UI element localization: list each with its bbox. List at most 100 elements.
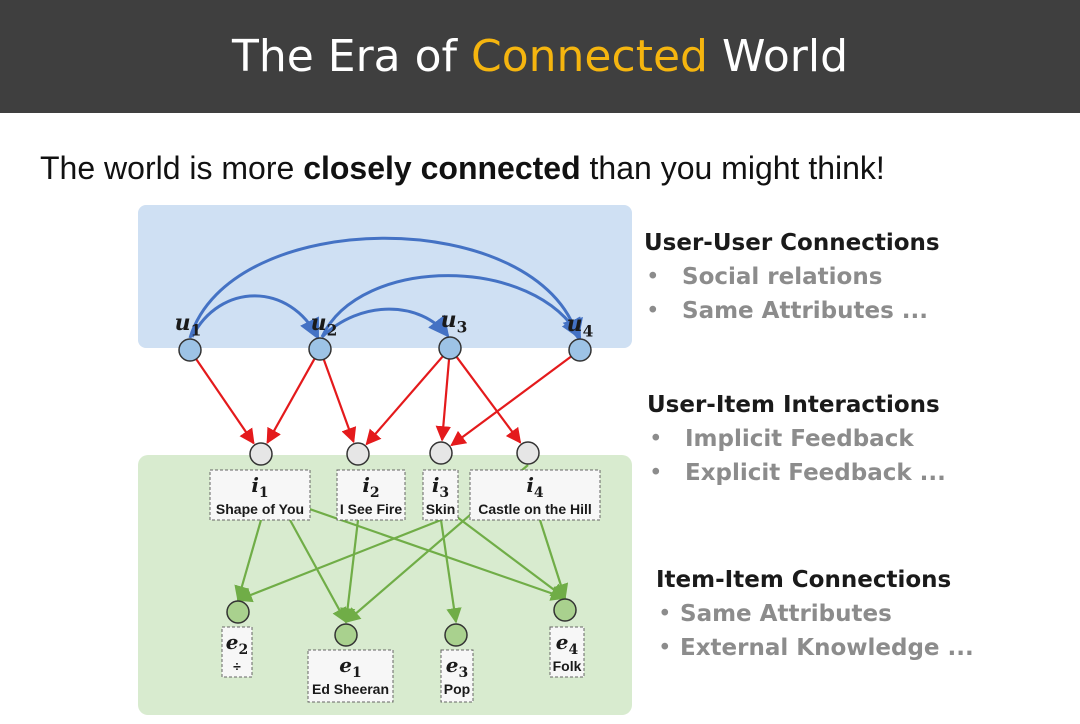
entity-label-letter: e	[556, 630, 569, 654]
item-label-letter: i	[432, 473, 440, 497]
user-node	[178, 338, 202, 362]
title-highlight: Connected	[471, 31, 708, 82]
item-node	[346, 442, 370, 466]
bullet-item: Same Attributes	[656, 601, 974, 627]
user-item-edge	[266, 358, 316, 445]
entity-label-sub: 1	[352, 665, 362, 681]
item-name: Skin	[426, 501, 456, 517]
entity-box	[549, 626, 585, 678]
user-label-letter: u	[567, 311, 583, 337]
item-label-sub: 2	[370, 485, 380, 501]
subtitle-part-1: The world is more	[40, 150, 304, 186]
user-node	[308, 337, 332, 361]
item-box	[209, 469, 311, 521]
item-box	[469, 469, 601, 521]
section-user-item: User-Item Interactions Implicit Feedback…	[647, 392, 946, 486]
bullet-item: Implicit Feedback	[647, 426, 946, 452]
item-label: i4	[526, 473, 544, 501]
user-item-edge	[195, 358, 255, 445]
entity-label: e3	[446, 653, 468, 681]
entity-label: e2	[226, 630, 248, 658]
user-item-edge	[322, 358, 357, 444]
user-user-edge	[190, 294, 320, 340]
item-box	[336, 469, 406, 521]
entity-label: e4	[556, 630, 579, 658]
user-label: u3	[441, 307, 468, 337]
bullet-item: Same Attributes ...	[644, 298, 940, 324]
entity-label-sub: 3	[458, 665, 468, 681]
item-node	[249, 442, 273, 466]
user-label-letter: u	[441, 307, 457, 333]
user-node	[438, 336, 462, 360]
user-label: u4	[567, 311, 594, 341]
section-user-user: User-User Connections Social relations S…	[644, 230, 940, 324]
item-box	[422, 469, 459, 521]
user-label-sub: 3	[457, 319, 468, 337]
item-label-sub: 1	[259, 485, 269, 501]
user-node	[568, 338, 592, 362]
entity-node	[444, 623, 468, 647]
slide-title: The Era of Connected World	[232, 31, 848, 82]
user-item-edge	[435, 358, 451, 442]
user-item-edge	[450, 355, 572, 447]
item-entity-edge	[234, 519, 263, 602]
item-node	[429, 441, 453, 465]
item-name: Castle on the Hill	[478, 501, 592, 517]
user-label-sub: 1	[191, 322, 202, 340]
user-label-letter: u	[175, 310, 191, 336]
user-item-edge	[365, 355, 444, 446]
entity-label: e1	[339, 653, 361, 681]
entity-node	[553, 598, 577, 622]
section-title: User-Item Interactions	[647, 392, 940, 418]
entity-node	[226, 600, 250, 624]
entity-label-sub: 4	[568, 642, 578, 658]
item-label: i1	[251, 473, 268, 501]
entity-box	[440, 649, 474, 703]
bullet-item: External Knowledge ...	[656, 635, 974, 661]
bullet-item: Explicit Feedback ...	[647, 460, 946, 486]
user-label-letter: u	[311, 310, 327, 336]
item-entity-edge	[236, 518, 442, 603]
entity-node	[334, 623, 358, 647]
entity-box	[221, 626, 253, 678]
entity-label-sub: 2	[238, 642, 248, 658]
entity-label-letter: e	[446, 653, 459, 677]
title-part-2: World	[707, 31, 849, 82]
entity-name: Pop	[444, 681, 470, 697]
user-user-edge	[188, 236, 583, 341]
entity-name: Ed Sheeran	[312, 681, 389, 697]
item-entity-edge	[440, 504, 567, 599]
entity-label-letter: e	[339, 653, 352, 677]
item-label-letter: i	[526, 473, 534, 497]
entity-box	[307, 649, 394, 703]
item-label-sub: 3	[439, 485, 449, 501]
edges-layer	[188, 236, 583, 624]
item-label-sub: 4	[534, 485, 544, 501]
title-bar: The Era of Connected World	[0, 0, 1080, 113]
entity-label-letter: e	[226, 630, 239, 654]
user-label-sub: 2	[327, 322, 338, 340]
section-title: Item-Item Connections	[656, 567, 952, 593]
item-label: i3	[432, 473, 449, 501]
slide-subtitle: The world is more closely connected than…	[40, 150, 885, 187]
user-region	[138, 205, 632, 348]
title-part-1: The Era of	[231, 31, 472, 82]
entity-name: Folk	[553, 658, 582, 674]
item-entity-edge	[339, 519, 360, 624]
item-label-letter: i	[251, 473, 259, 497]
user-label: u1	[175, 310, 202, 340]
item-label: i2	[362, 473, 379, 501]
subtitle-bold: closely connected	[303, 150, 581, 186]
user-user-edge	[320, 307, 450, 339]
section-item-item: Item-Item Connections Same Attributes Ex…	[656, 567, 974, 661]
section-title: User-User Connections	[644, 230, 940, 256]
item-name: Shape of You	[216, 501, 304, 517]
user-label-sub: 4	[583, 323, 594, 341]
item-name: I See Fire	[340, 501, 402, 517]
bullet-item: Social relations	[644, 264, 940, 290]
item-entity-edge	[289, 519, 347, 624]
item-label-letter: i	[362, 473, 370, 497]
user-item-edge	[455, 356, 522, 444]
